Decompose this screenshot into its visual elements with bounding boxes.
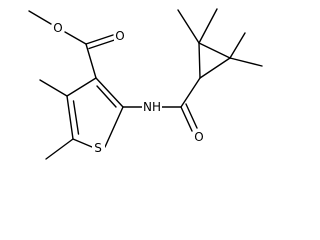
bond-amide-c-o-double-a — [180, 106, 193, 132]
atom-s-thiophene: S — [94, 141, 102, 155]
bond-ring-c4-c5-a — [66, 95, 74, 140]
bonds — [28, 8, 263, 160]
atom-o-ether-ester: O — [53, 21, 62, 35]
atom-nh-amide: NH — [143, 100, 161, 114]
structure-diagram: O O S NH O — [28, 8, 263, 160]
bond-c5-methyl — [45, 138, 74, 160]
bond-ring-s-c2 — [104, 106, 124, 148]
bond-o-ester-carbonyl-c — [64, 31, 87, 45]
bond-cp-ch-cq2 — [199, 57, 231, 79]
bond-amide-c-cyclopropyl — [180, 77, 201, 108]
bond-ester-c-o-double-a — [85, 34, 114, 45]
bond-cq2-methyl-b — [229, 57, 263, 67]
bond-ring-c4-c5-b — [72, 100, 80, 135]
atom-o-carbonyl-amide: O — [194, 130, 203, 144]
bond-ester-c-ring — [85, 43, 97, 79]
bond-ring-c5-s — [72, 138, 93, 148]
bond-amide-c-o-double-b — [185, 103, 198, 129]
bond-ring-c3-c2-b — [96, 85, 117, 108]
bond-cq2-methyl-a — [229, 32, 246, 59]
bond-c4-methyl — [39, 79, 68, 97]
bond-cq1-methyl-a — [177, 9, 200, 44]
bond-methyl-o-ester — [28, 10, 52, 25]
bond-ring-c3-c4 — [66, 77, 97, 97]
bond-ester-c-o-double-b — [88, 38, 117, 50]
bond-cp-cq1-cq2 — [198, 42, 231, 59]
atom-o-carbonyl-ester: O — [115, 29, 124, 43]
bond-ring-c3-c2-a — [95, 77, 124, 108]
bond-cq1-methyl-b — [198, 8, 218, 44]
atom-labels: O O S NH O — [52, 21, 205, 155]
bond-cp-ch-cq1 — [198, 42, 201, 79]
